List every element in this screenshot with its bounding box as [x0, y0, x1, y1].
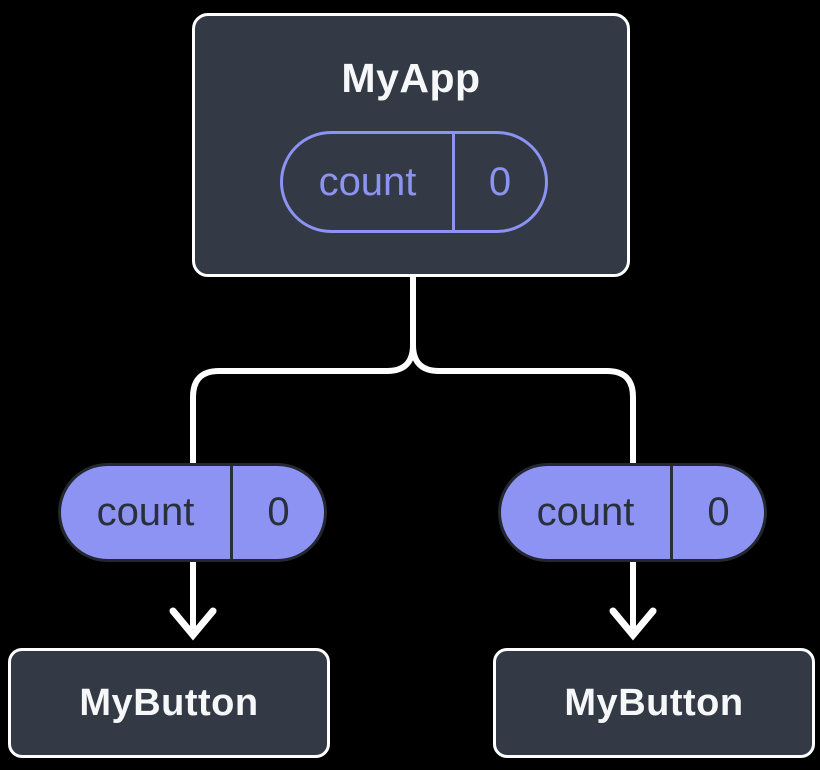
component-title: MyApp — [341, 55, 481, 101]
fork-branch-right — [410, 275, 636, 466]
fork-branch-left — [190, 275, 416, 466]
component-card-mybutton-right: MyButton — [493, 648, 815, 758]
prop-name: count — [61, 466, 233, 559]
component-title: MyButton — [79, 682, 259, 724]
state-name: count — [283, 134, 455, 230]
prop-value: 0 — [267, 490, 290, 534]
component-title: MyButton — [564, 682, 744, 724]
component-card-mybutton-left: MyButton — [8, 648, 330, 758]
state-value: 0 — [488, 159, 512, 204]
prop-pill-left: count 0 — [58, 463, 327, 562]
component-card-myapp: MyApp count 0 — [192, 13, 630, 277]
prop-pill-right: count 0 — [498, 463, 767, 562]
prop-value: 0 — [707, 490, 730, 534]
arrow-left-head — [169, 607, 217, 641]
state-pill: count 0 — [280, 131, 548, 233]
prop-name: count — [501, 466, 673, 559]
arrow-right-head — [609, 607, 657, 641]
